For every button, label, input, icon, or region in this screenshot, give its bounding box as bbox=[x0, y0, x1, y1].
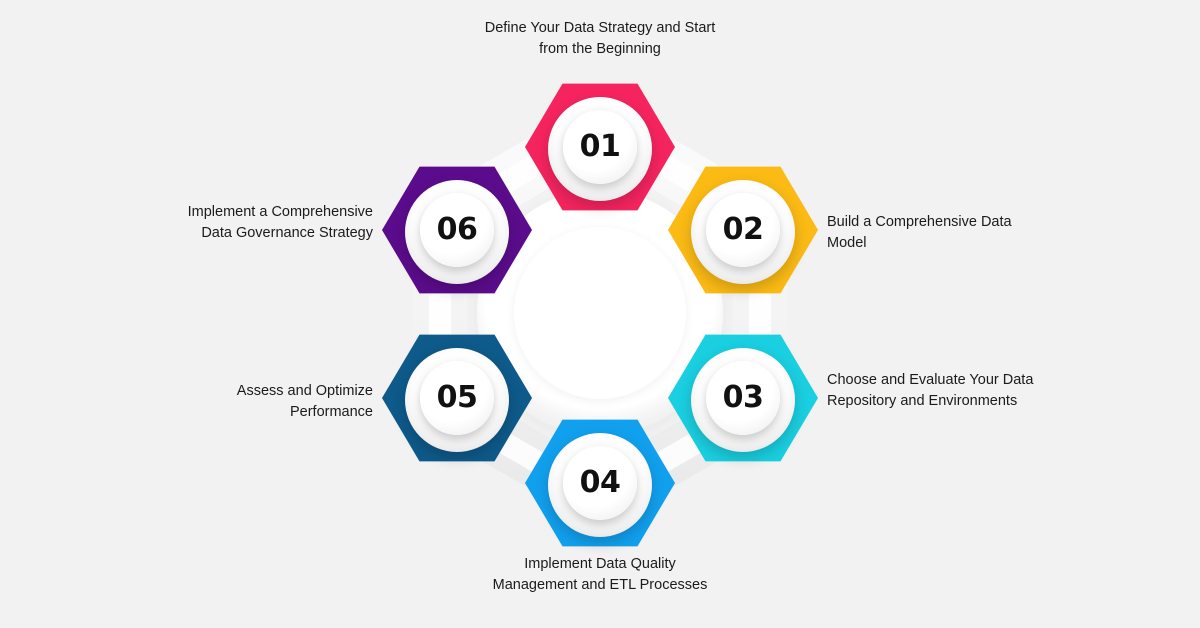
step-node-03[interactable]: 03 bbox=[668, 332, 818, 464]
step-disc-02: 02 bbox=[706, 193, 780, 267]
step-number-02: 02 bbox=[722, 211, 764, 247]
step-node-01[interactable]: 01 bbox=[525, 81, 675, 213]
step-label-01: Define Your Data Strategy and Start from… bbox=[484, 20, 716, 58]
step-disc-01: 01 bbox=[563, 110, 637, 184]
step-node-02[interactable]: 02 bbox=[668, 164, 818, 296]
step-label-02: Build a Comprehensive Data Model bbox=[827, 214, 1012, 252]
step-disc-04: 04 bbox=[563, 446, 637, 520]
step-disc-03: 03 bbox=[706, 361, 780, 435]
step-label-03: Choose and Evaluate Your Data Repository… bbox=[827, 372, 1034, 410]
step-node-05[interactable]: 05 bbox=[382, 332, 532, 464]
step-number-04: 04 bbox=[579, 464, 621, 500]
step-number-06: 06 bbox=[436, 211, 478, 247]
step-label-04: Implement Data Quality Management and ET… bbox=[492, 556, 708, 594]
step-number-01: 01 bbox=[579, 128, 621, 164]
step-disc-05: 05 bbox=[420, 361, 494, 435]
step-node-04[interactable]: 04 bbox=[525, 417, 675, 549]
step-disc-06: 06 bbox=[420, 193, 494, 267]
center-hub-circle bbox=[514, 227, 686, 399]
step-number-03: 03 bbox=[722, 379, 764, 415]
step-label-05: Assess and Optimize Performance bbox=[236, 383, 373, 421]
step-label-06: Implement a Comprehensive Data Governanc… bbox=[187, 204, 373, 242]
step-number-05: 05 bbox=[436, 379, 478, 415]
step-node-06[interactable]: 06 bbox=[382, 164, 532, 296]
